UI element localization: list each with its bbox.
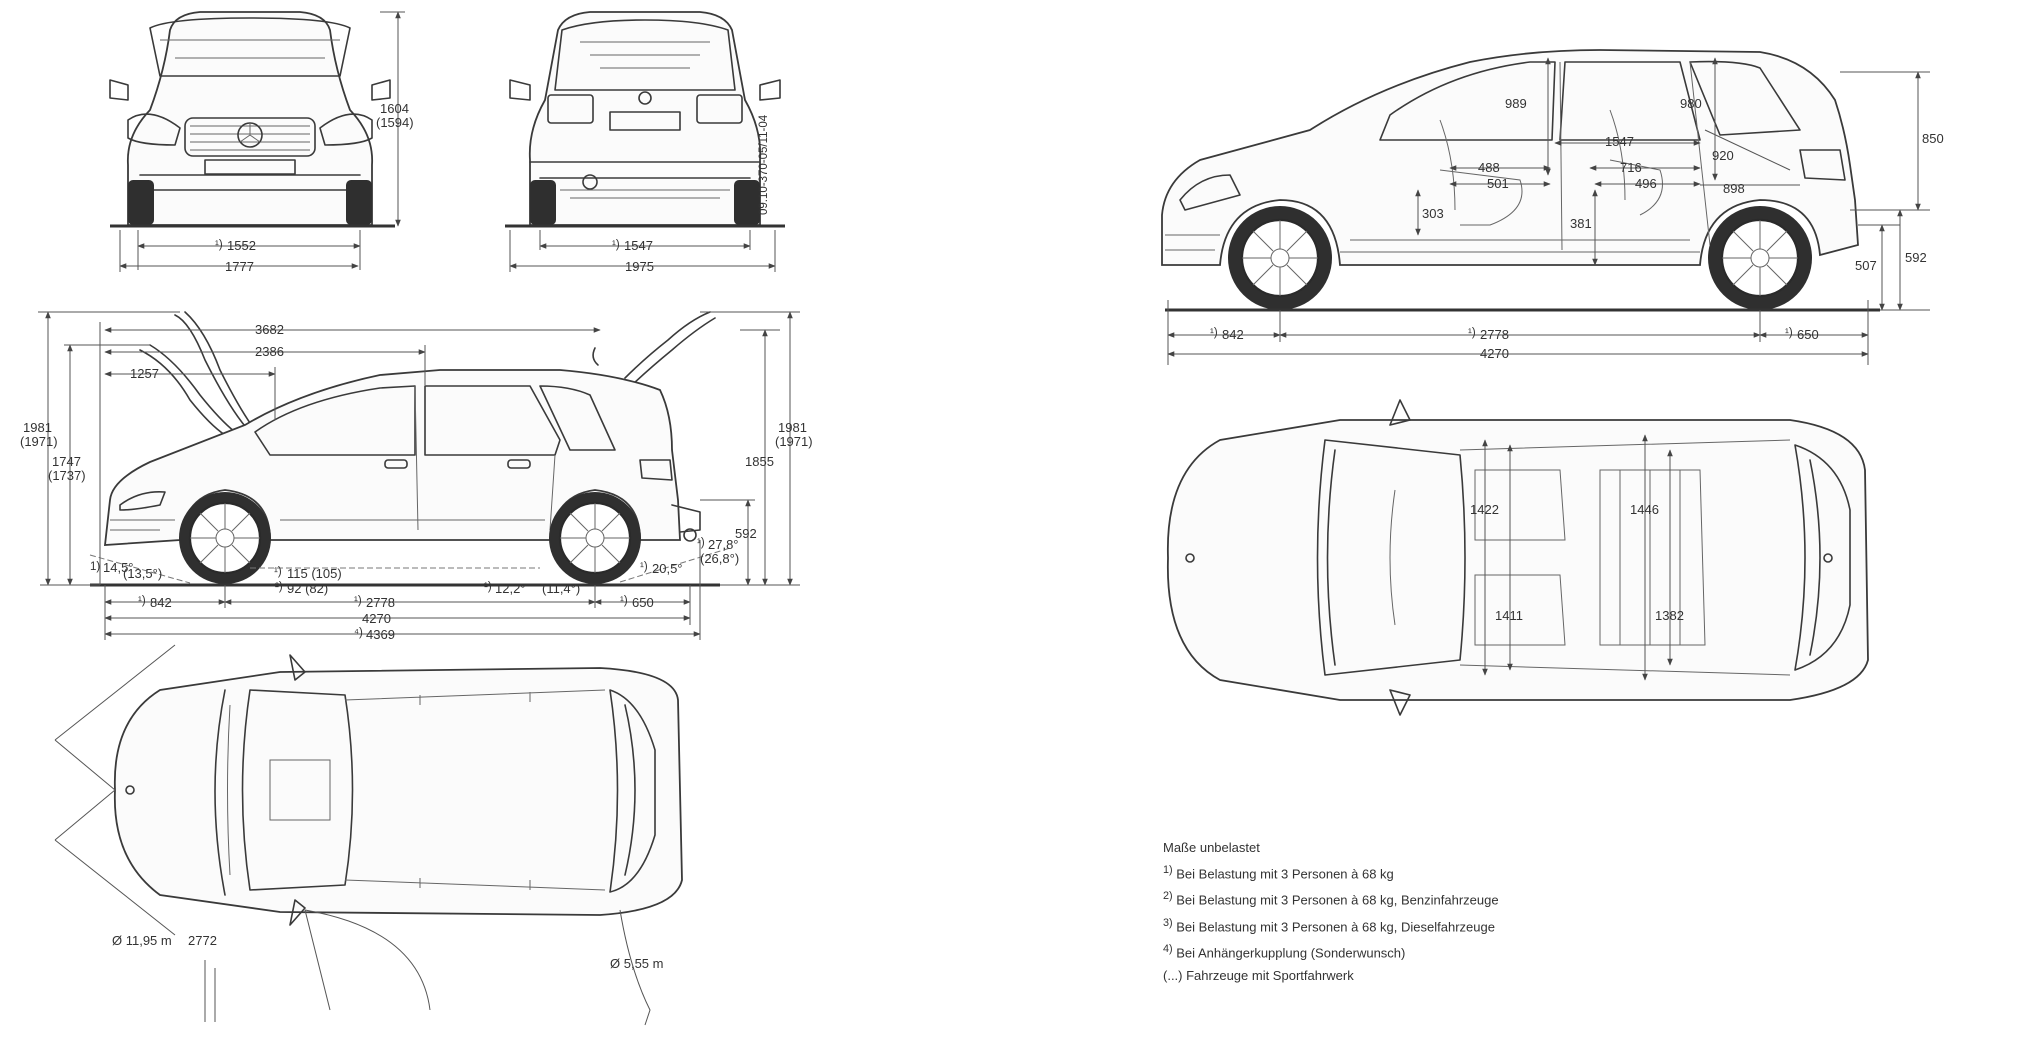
height-open-front: 1981	[23, 420, 52, 435]
length-2386: 2386	[255, 344, 284, 359]
legend-sport-note: (...) Fahrzeuge mit Sportfahrwerk	[1163, 968, 1354, 984]
length-right: 4270	[1480, 346, 1509, 361]
wheelbase-left: 2778	[366, 595, 395, 610]
legend-note-4: 4) Bei Anhängerkupplung (Sonderwunsch)	[1163, 942, 1406, 961]
front-overhang-right: 842	[1222, 327, 1244, 342]
wheelbase-right: 2778	[1480, 327, 1509, 342]
sup-approach: 1)	[90, 561, 100, 573]
svg-text:¹): ¹)	[215, 239, 223, 251]
sill-height: 507	[1855, 258, 1877, 273]
svg-text:²): ²)	[275, 581, 283, 593]
front-hip: 1411	[1495, 608, 1523, 623]
front-width: 1777	[225, 259, 254, 274]
legend-note-1: 1) Bei Belastung mit 3 Personen à 68 kg	[1163, 864, 1394, 882]
turning-distance: 2772	[188, 933, 217, 948]
roof-height: 1747	[52, 454, 81, 469]
rear-view: 09.10-370-05/11-04 ¹) 1547 1975	[505, 11, 785, 274]
height-open-rear: 1981	[778, 420, 807, 435]
rear-seat-height: 381	[1570, 216, 1592, 231]
departure-angle: 20,5°	[652, 561, 683, 576]
head-rear: 980	[1680, 96, 1702, 111]
lower-height: 592	[1905, 250, 1927, 265]
upper-height: 850	[1922, 131, 1944, 146]
svg-text:¹): ¹)	[1468, 327, 1476, 339]
front-overhang-left: 842	[150, 595, 172, 610]
head-front: 989	[1505, 96, 1527, 111]
front-track: 1552	[227, 238, 256, 253]
roof-height-sport: (1737)	[48, 468, 86, 483]
tow-angle-sport: (26,8°)	[700, 551, 739, 566]
svg-text:¹): ¹)	[612, 239, 620, 251]
rear-overhang-left: 650	[632, 595, 654, 610]
top-view-right: 1422 1446 1411 1382	[1166, 399, 1869, 716]
rear-width: 1975	[625, 259, 654, 274]
length-hitch: 4369	[366, 627, 395, 642]
side-view-left: 3682 2386 1257 1981 (1971) 1747 (1737) 1…	[20, 311, 813, 642]
rear-depth: 920	[1712, 148, 1734, 163]
top-view-left: Ø 11,95 m 2772 Ø 5,55 m	[54, 644, 683, 1026]
front-shoulder: 1422	[1470, 502, 1499, 517]
length-3682: 3682	[255, 322, 284, 337]
svg-text:¹): ¹)	[354, 595, 362, 607]
front-view: 1604 (1594) ¹) 1552 1777	[109, 11, 414, 274]
svg-text:¹): ¹)	[484, 581, 492, 593]
rear-width-2: 496	[1635, 176, 1657, 191]
approach-angle: 14,5°	[103, 560, 134, 575]
side-view-right: 989 980 1547 488 501 716 496 303 381 920…	[1161, 49, 1944, 365]
tow-angle: 27,8°	[708, 537, 739, 552]
height-open-rear-sport: (1971)	[775, 434, 813, 449]
cargo-depth: 898	[1723, 181, 1745, 196]
svg-text:¹): ¹)	[620, 595, 628, 607]
cabin-length: 1547	[1605, 134, 1634, 149]
svg-text:1): 1)	[90, 561, 100, 573]
rear-hip: 1382	[1655, 608, 1684, 623]
legend: Maße unbelastet 1) Bei Belastung mit 3 P…	[1163, 836, 1683, 987]
ramp-angle: 12,2°	[495, 581, 526, 596]
height-open-front-sport: (1971)	[20, 434, 58, 449]
front-height-sport: (1594)	[376, 115, 414, 130]
length-left: 4270	[362, 611, 391, 626]
rear-width-1: 716	[1620, 160, 1642, 175]
ground-clearance: 115 (105)	[287, 566, 342, 581]
legend-note-2: 2) Bei Belastung mit 3 Personen à 68 kg,…	[1163, 890, 1499, 908]
rear-track: 1547	[624, 238, 653, 253]
turning-circle: Ø 11,95 m	[112, 933, 172, 948]
rear-overhang-right: 650	[1797, 327, 1819, 342]
approach-angle-sport: (13,5°)	[123, 566, 162, 581]
ramp-angle-sport: (11,4°)	[542, 581, 580, 596]
svg-text:¹): ¹)	[640, 561, 648, 573]
svg-text:¹): ¹)	[697, 537, 705, 549]
rear-shoulder: 1446	[1630, 502, 1659, 517]
turning-circle-small: Ø 5,55 m	[610, 956, 663, 971]
hitch-height: 592	[735, 526, 757, 541]
legend-note-3: 3) Bei Belastung mit 3 Personen à 68 kg,…	[1163, 916, 1495, 934]
length-1257: 1257	[130, 366, 159, 381]
svg-text:¹): ¹)	[138, 595, 146, 607]
clearance-2: 92 (82)	[287, 581, 328, 596]
front-height-right: 303	[1422, 206, 1444, 221]
legend-title: Maße unbelastet	[1163, 840, 1260, 855]
tailgate-height: 1855	[745, 454, 774, 469]
seat-width-2: 501	[1487, 176, 1509, 191]
front-height: 1604	[380, 101, 409, 116]
svg-text:¹): ¹)	[1785, 327, 1793, 339]
seat-width-1: 488	[1478, 160, 1500, 175]
svg-text:¹): ¹)	[274, 566, 282, 578]
drawing-code: 09.10-370-05/11-04	[758, 114, 770, 215]
svg-text:⁴): ⁴)	[354, 627, 363, 639]
svg-text:¹): ¹)	[1210, 327, 1218, 339]
